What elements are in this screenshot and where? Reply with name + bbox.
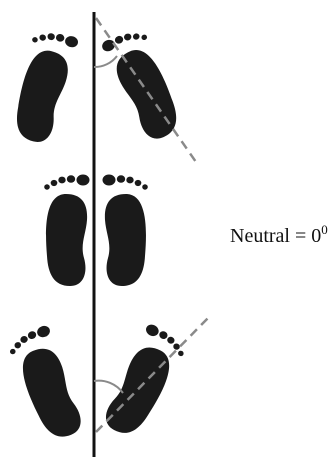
neutral-label-text: Neutral = 0 bbox=[230, 225, 321, 247]
degree-superscript: 0 bbox=[321, 222, 328, 237]
bottom-angle-arc bbox=[94, 381, 123, 393]
top-angle-arc bbox=[94, 56, 117, 67]
middle-left-foot bbox=[44, 175, 89, 287]
bottom-left-foot bbox=[5, 324, 89, 444]
middle-right-foot bbox=[103, 175, 148, 287]
top-left-foot bbox=[8, 27, 79, 146]
neutral-angle-label: Neutral = 00 bbox=[230, 225, 328, 248]
